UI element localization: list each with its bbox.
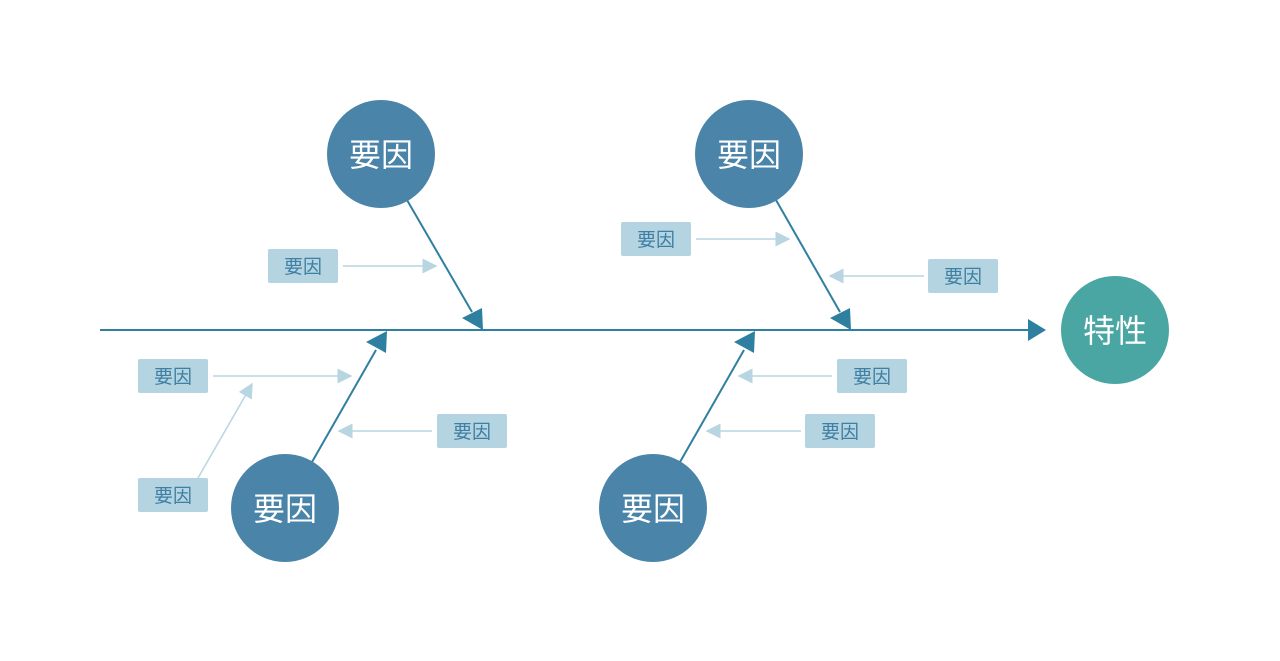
cause-label: 要因 bbox=[717, 136, 781, 174]
sub-cause-label: 要因 bbox=[821, 421, 859, 443]
sub-cause-bl-1: 要因 bbox=[138, 359, 208, 393]
bone-bottom-right bbox=[679, 349, 745, 463]
effect-label: 特性 bbox=[1083, 312, 1147, 350]
sub-cause-label: 要因 bbox=[154, 366, 192, 388]
sub-cause-box bbox=[805, 414, 875, 448]
sub-cause-label: 要因 bbox=[284, 256, 322, 278]
sub-cause-label: 要因 bbox=[637, 229, 675, 251]
cause-circle bbox=[327, 100, 435, 208]
bone-top-left bbox=[406, 199, 473, 313]
bone-bottom-left bbox=[311, 349, 377, 463]
sub-cause-tr-1: 要因 bbox=[621, 222, 691, 256]
sub-arrow-bl-2 bbox=[197, 382, 253, 479]
effect-circle bbox=[1061, 276, 1169, 384]
bone-top-left-arrowhead bbox=[462, 308, 483, 330]
sub-cause-bl-2: 要因 bbox=[138, 478, 208, 512]
cause-circle bbox=[231, 454, 339, 562]
cause-node-top-right: 要因 bbox=[695, 100, 803, 208]
cause-label: 要因 bbox=[349, 136, 413, 174]
bone-bottom-left-arrowhead bbox=[366, 331, 387, 353]
cause-circle bbox=[695, 100, 803, 208]
sub-cause-box bbox=[437, 414, 507, 448]
sub-cause-label: 要因 bbox=[453, 421, 491, 443]
sub-cause-box bbox=[138, 359, 208, 393]
sub-cause-tl-1: 要因 bbox=[268, 249, 338, 283]
sub-cause-box bbox=[621, 222, 691, 256]
bone-bottom-right-arrowhead bbox=[734, 331, 755, 353]
sub-cause-label: 要因 bbox=[853, 366, 891, 388]
sub-cause-box bbox=[138, 478, 208, 512]
sub-cause-box bbox=[837, 359, 907, 393]
sub-cause-br-1: 要因 bbox=[837, 359, 907, 393]
cause-node-bottom-left: 要因 bbox=[231, 454, 339, 562]
cause-label: 要因 bbox=[253, 490, 317, 528]
bone-top-right bbox=[775, 199, 841, 313]
cause-node-bottom-right: 要因 bbox=[599, 454, 707, 562]
cause-label: 要因 bbox=[621, 490, 685, 528]
sub-cause-bl-3: 要因 bbox=[437, 414, 507, 448]
effect-node: 特性 bbox=[1061, 276, 1169, 384]
cause-circle bbox=[599, 454, 707, 562]
cause-node-top-left: 要因 bbox=[327, 100, 435, 208]
sub-cause-br-2: 要因 bbox=[805, 414, 875, 448]
sub-cause-box bbox=[928, 259, 998, 293]
bone-top-right-arrowhead bbox=[830, 308, 851, 330]
sub-cause-label: 要因 bbox=[154, 485, 192, 507]
sub-cause-box bbox=[268, 249, 338, 283]
sub-cause-label: 要因 bbox=[944, 266, 982, 288]
spine-arrowhead bbox=[1028, 319, 1046, 341]
sub-cause-tr-2: 要因 bbox=[928, 259, 998, 293]
